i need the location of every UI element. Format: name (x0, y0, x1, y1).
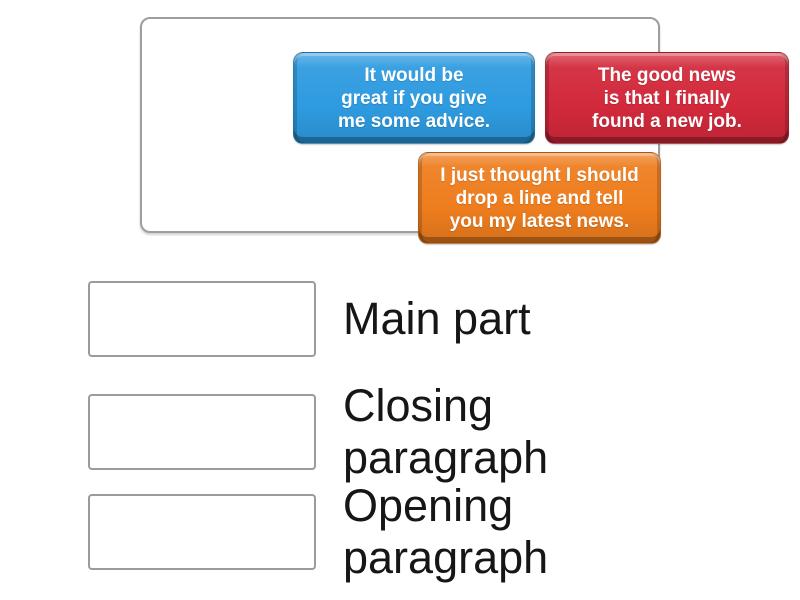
draggable-card-red[interactable]: The good news is that I finally found a … (545, 52, 789, 144)
drop-target-closing-paragraph[interactable] (88, 394, 316, 470)
drop-target-main-part[interactable] (88, 281, 316, 357)
source-cards-panel: It would be great if you give me some ad… (140, 17, 789, 244)
match-row-main-part: Main part (88, 281, 605, 357)
draggable-card-orange[interactable]: I just thought I should drop a line and … (418, 152, 661, 244)
match-row-opening-paragraph: Opening paragraph (88, 480, 605, 584)
target-label-closing-paragraph: Closing paragraph (343, 380, 549, 483)
target-label-opening-paragraph: Opening paragraph (343, 480, 549, 583)
drop-target-opening-paragraph[interactable] (88, 494, 316, 570)
target-label-main-part: Main part (343, 293, 531, 344)
draggable-card-blue[interactable]: It would be great if you give me some ad… (293, 52, 535, 144)
match-row-closing-paragraph: Closing paragraph (88, 380, 605, 484)
